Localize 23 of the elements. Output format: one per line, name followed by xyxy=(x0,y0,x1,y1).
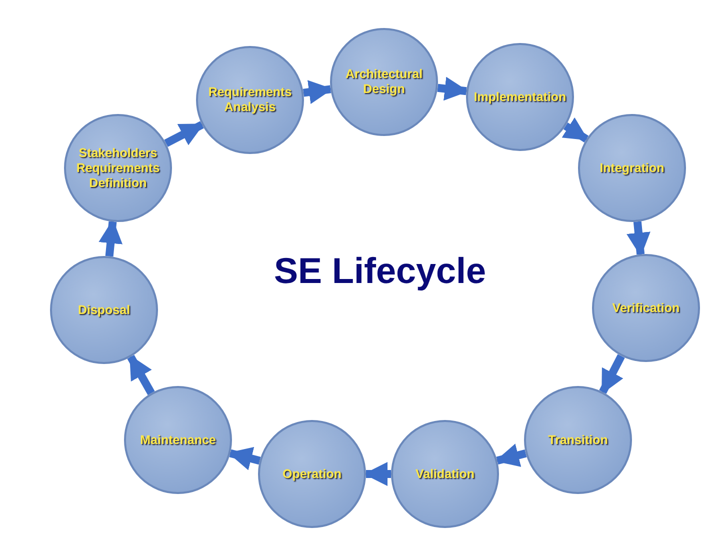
stage-label: Stakeholders Requirements Definition xyxy=(75,146,161,190)
arrow xyxy=(562,117,589,142)
arrow xyxy=(98,219,123,257)
arrow xyxy=(228,446,261,470)
arrow xyxy=(127,354,155,396)
stage-label: Transition xyxy=(548,432,608,448)
stage-label: Implementation xyxy=(474,90,566,104)
arrow xyxy=(302,80,333,104)
stage-label: Operation xyxy=(282,466,342,482)
arrow xyxy=(364,462,391,486)
stage-label: Requirements Analysis xyxy=(207,85,293,115)
arrow xyxy=(626,221,650,257)
stage-label: Architectural Design xyxy=(344,67,424,97)
stage-label: Integration xyxy=(600,160,664,176)
arrow xyxy=(164,121,204,147)
arrow xyxy=(599,354,625,394)
stage-label: Validation xyxy=(415,466,475,482)
stage-label: Verification xyxy=(612,300,680,316)
arrow xyxy=(437,76,469,101)
arrow xyxy=(494,444,527,467)
stage-label: Disposal xyxy=(78,302,130,318)
diagram-title: SE Lifecycle xyxy=(272,250,488,292)
stage-label: Maintenance xyxy=(140,432,216,448)
